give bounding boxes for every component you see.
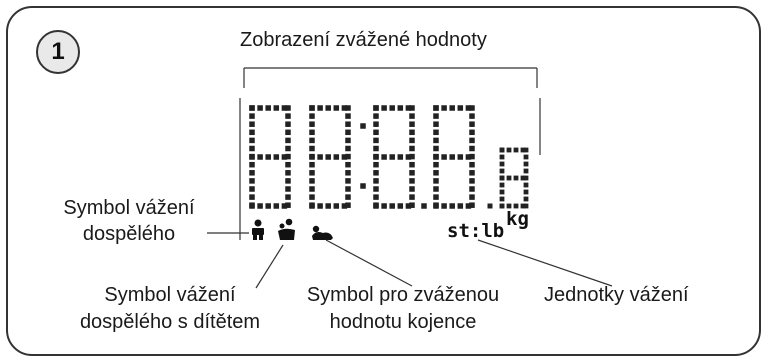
leader-adult-child [255,244,284,289]
lcd-digits [249,105,529,209]
diagram-frame [6,6,761,356]
lcd-window-edges [239,98,541,240]
units-st-lb-text: st:lb [447,220,505,242]
units-label: Jednotky vážení [544,284,689,306]
units-kg-text: kg [506,208,529,230]
adult-child-symbol-label-line1: Symbol vážení [104,284,236,306]
adult-symbol-label-line2: dospělého [82,223,176,245]
leader-lines [207,232,613,289]
display-bracket [243,67,538,88]
infant-symbol-label-line1: Symbol pro zváženou [306,284,500,306]
leader-units [477,239,613,287]
adult-with-child-icon [278,218,295,240]
step-number-badge: 1 [36,30,80,74]
infant-icon [312,225,333,240]
adult-child-symbol-label-line2: dospělého s dítětem [79,311,261,333]
display-value-label: Zobrazení zvážené hodnoty [240,29,487,51]
adult-symbol-label-line1: Symbol vážení [63,197,195,219]
leader-infant [325,239,413,287]
infant-symbol-label-line2: hodnotu kojence [329,311,477,333]
adult-icon [252,219,264,240]
